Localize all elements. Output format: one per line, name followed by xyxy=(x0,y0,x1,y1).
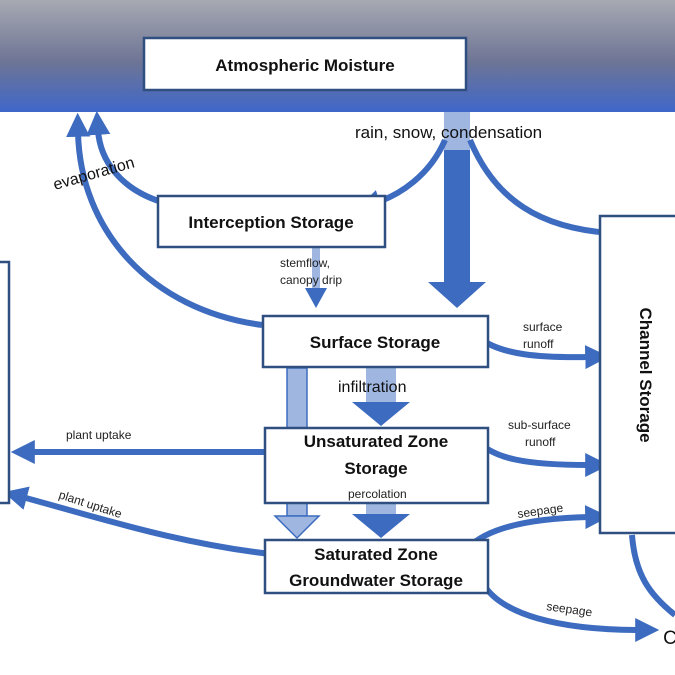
channel-storage-label: Channel Storage xyxy=(636,307,655,442)
unsaturated-zone-box xyxy=(263,426,490,505)
surface-runoff-label-1: surface xyxy=(523,320,563,334)
precipitation-label: rain, snow, condensation xyxy=(355,123,542,142)
percolation-arrow xyxy=(352,504,410,538)
left-partial-box xyxy=(0,260,11,505)
atmospheric-moisture-label: Atmospheric Moisture xyxy=(215,56,394,75)
infiltration-arrow xyxy=(352,368,410,426)
precip-to-channel-arrow xyxy=(467,138,630,245)
atmospheric-moisture-box xyxy=(142,36,468,92)
stemflow-arrow xyxy=(305,248,327,308)
interception-storage-label: Interception Storage xyxy=(188,213,353,232)
plant-uptake-saturated-arrow xyxy=(3,486,281,558)
evaporation-surface-arrow xyxy=(66,112,263,328)
infiltration-label: infiltration xyxy=(338,379,406,396)
channel-outflow-arrow xyxy=(629,534,675,618)
interception-storage-box xyxy=(156,194,387,249)
seepage-label-2: seepage xyxy=(546,599,594,619)
partial-bottom-right-label: C xyxy=(663,628,675,649)
percolation-label: percolation xyxy=(348,487,407,501)
surface-runoff-label-2: runoff xyxy=(523,337,554,351)
unsaturated-zone-label-2: Storage xyxy=(344,459,407,478)
precipitation-arrow xyxy=(428,112,486,308)
unsaturated-zone-label-1: Unsaturated Zone xyxy=(304,432,449,451)
saturated-zone-label-1: Saturated Zone xyxy=(314,545,438,564)
saturated-zone-label-2: Groundwater Storage xyxy=(289,571,463,590)
evaporation-interception-arrow xyxy=(86,110,166,206)
stemflow-label-2: canopy drip xyxy=(280,273,342,287)
precip-to-interception-arrow xyxy=(356,138,448,213)
seepage-bottom-arrow xyxy=(479,580,660,642)
seepage-label-1: seepage xyxy=(516,501,564,521)
stemflow-label-1: stemflow, xyxy=(280,256,330,270)
saturated-zone-box xyxy=(263,538,490,595)
surface-storage-box xyxy=(261,314,490,369)
plant-uptake-label-1: plant uptake xyxy=(66,428,132,442)
evaporation-label: evaporation xyxy=(51,154,136,193)
channel-storage-box xyxy=(598,214,675,535)
surface-storage-label: Surface Storage xyxy=(310,333,440,352)
subsurface-runoff-label-1: sub-surface xyxy=(508,418,571,432)
subsurface-runoff-label-2: runoff xyxy=(525,435,556,449)
